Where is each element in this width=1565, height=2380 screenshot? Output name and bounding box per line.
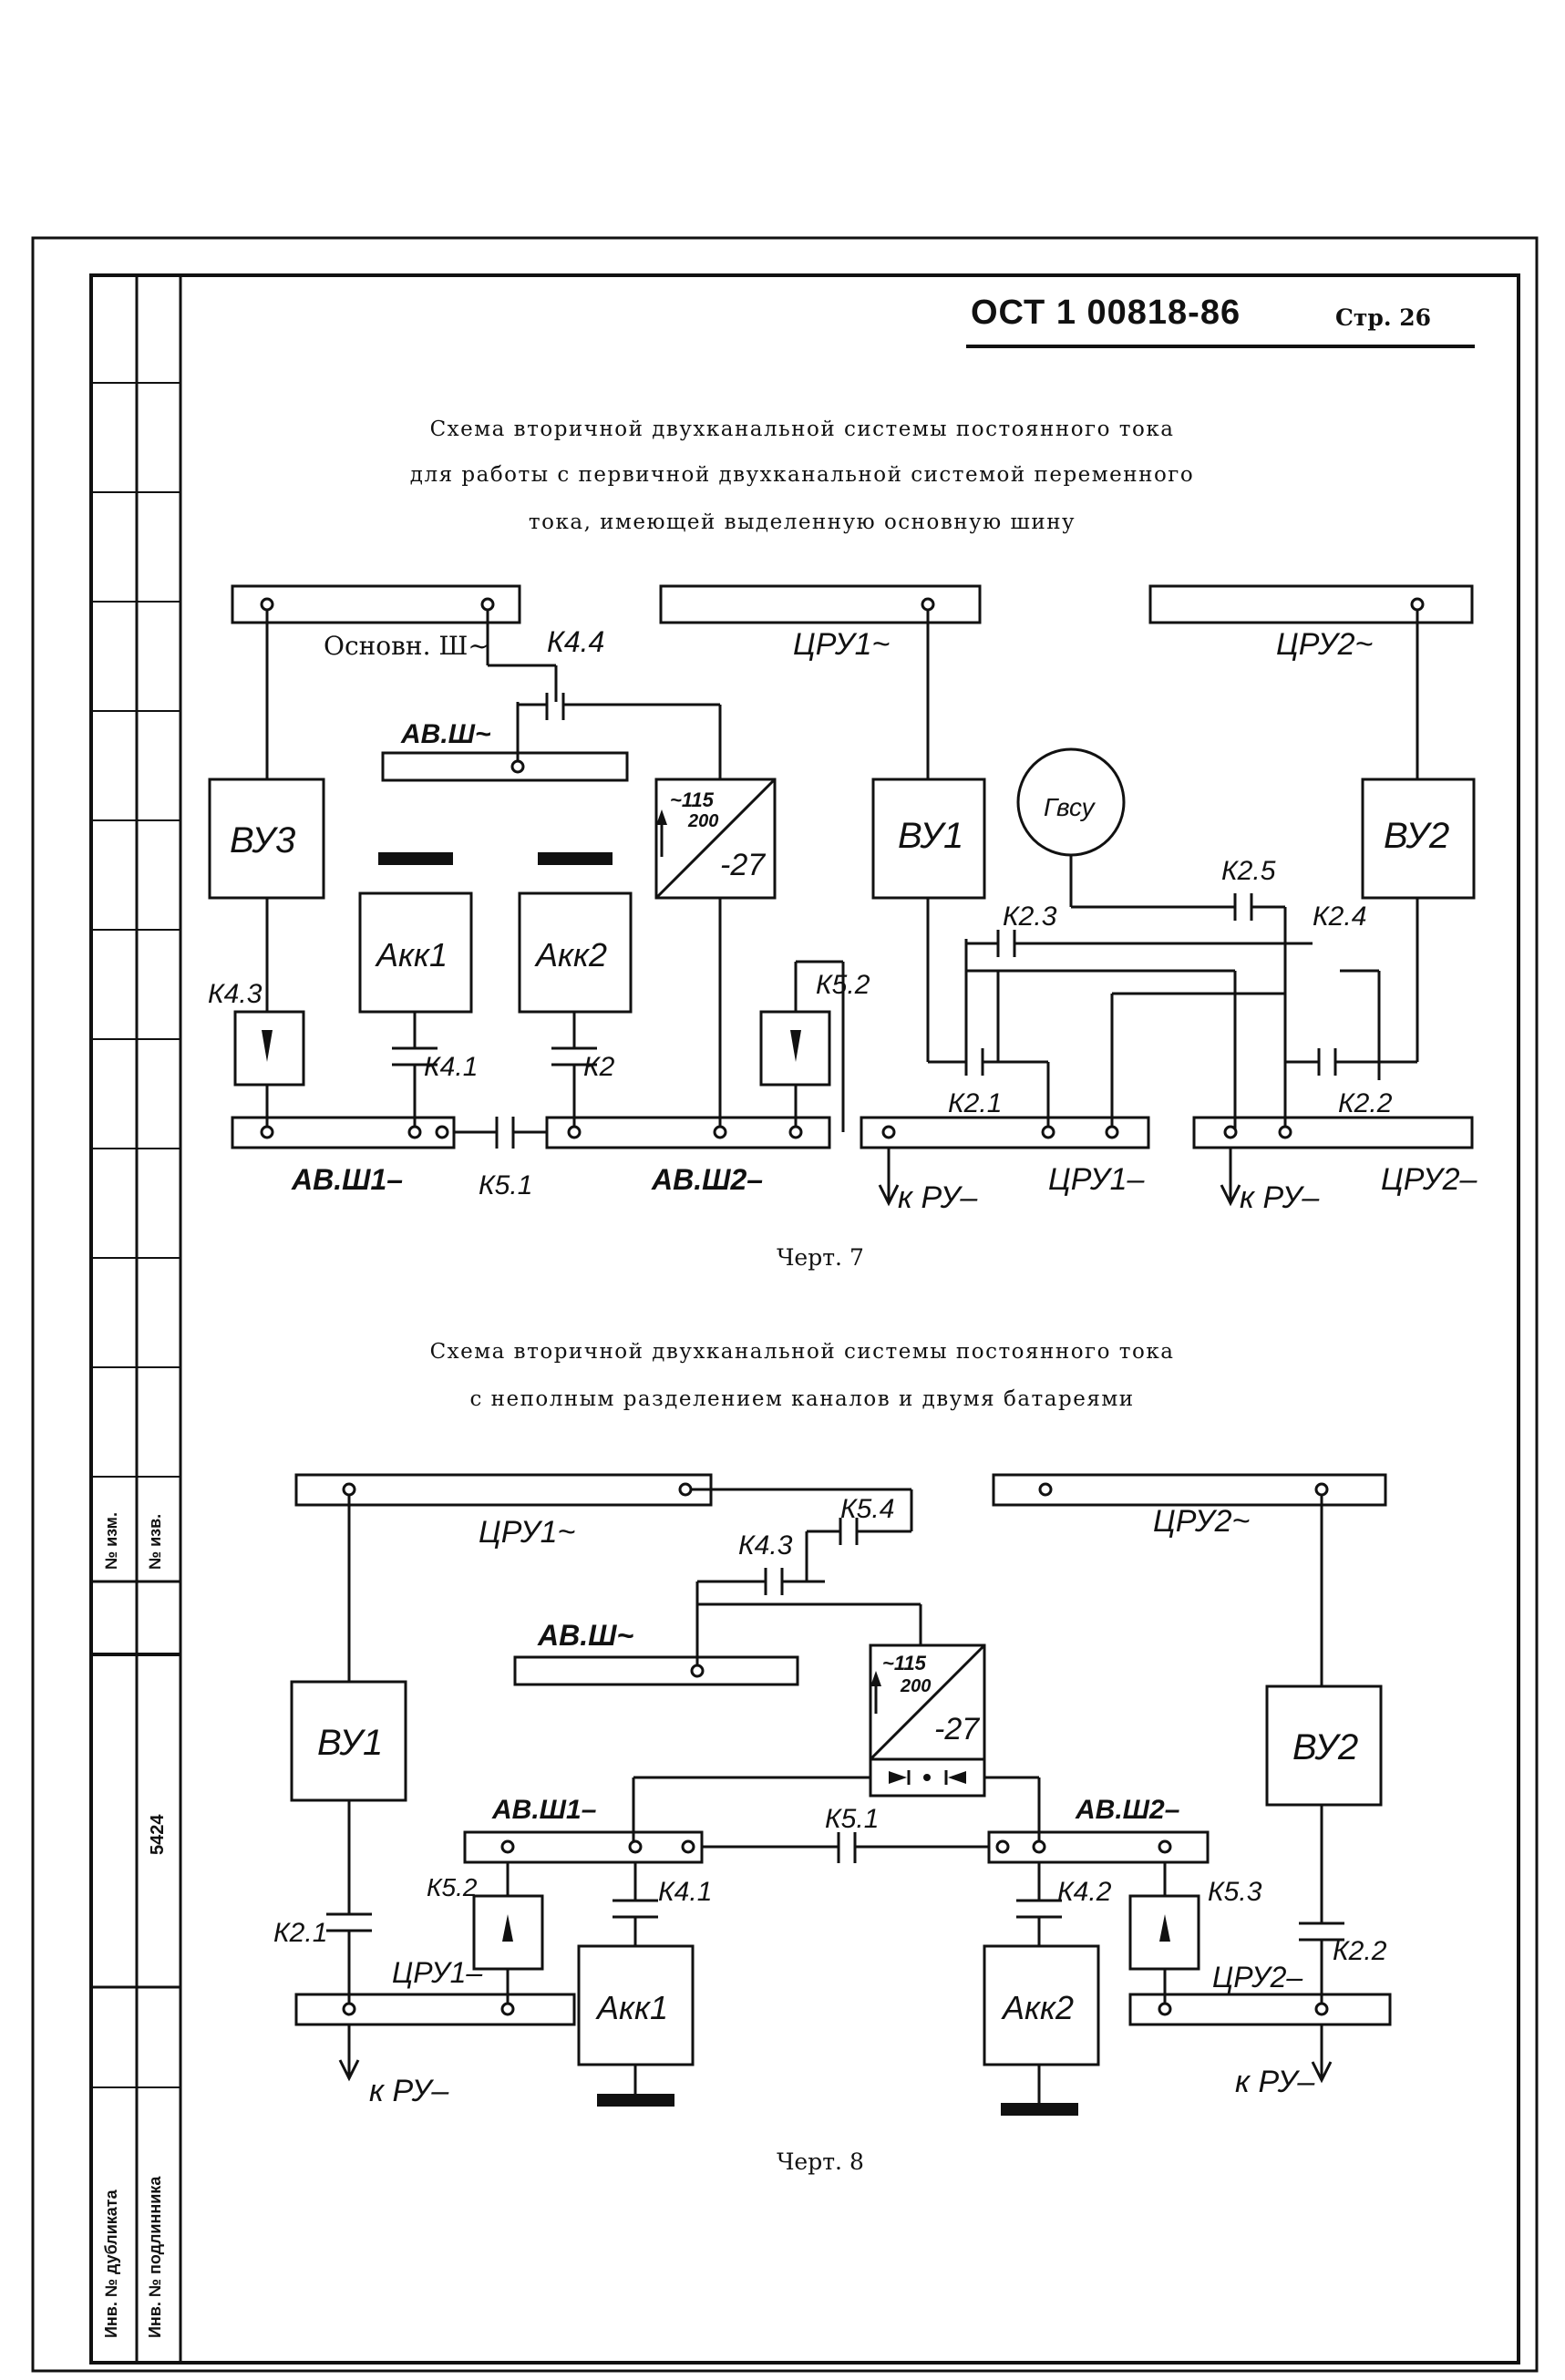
fig7-avsh-ac-bus	[381, 751, 629, 782]
fig8-cru1-dc-bus	[294, 1993, 576, 2026]
fig7-label-vu2: ВУ2	[1384, 816, 1449, 856]
fig7-label-k21: К2.1	[948, 1088, 1002, 1118]
fig8-label-k42: К4.2	[1057, 1877, 1112, 1907]
fig7-label-main-bus: Основн. Ш~	[324, 631, 489, 661]
fig7-label-k44: К4.4	[547, 625, 604, 658]
fig8-label-k52: К5.2	[427, 1873, 478, 1901]
fig8-label-kru-b: к РУ–	[1235, 2065, 1315, 2099]
fig7-label-kru-a: к РУ–	[898, 1180, 978, 1215]
fig7-label-k25: К2.5	[1221, 856, 1276, 886]
fig8-akk2-box	[983, 1944, 1100, 2066]
fig8-label-k43: К4.3	[738, 1530, 793, 1561]
fig7-label-vu1: ВУ1	[898, 816, 963, 856]
fig7-label-k2: К2	[583, 1052, 615, 1082]
fig7-label-cru1-ac: ЦРУ1~	[793, 627, 890, 662]
fig7-label-k24: К2.4	[1313, 902, 1366, 932]
fig7-label-avsh1-dc: АВ.Ш1–	[291, 1163, 403, 1196]
fig8-label-vu1: ВУ1	[317, 1723, 383, 1763]
fig8-label-k41: К4.1	[658, 1877, 712, 1907]
fig8-label-k51: К5.1	[825, 1804, 879, 1834]
fig7-label-conv-27: -27	[720, 848, 766, 882]
page-label: Стр. 26	[1335, 304, 1432, 331]
fig7-label-cru1-dc: ЦРУ1–	[1048, 1162, 1146, 1197]
fig8-akk2-plate	[1001, 2103, 1078, 2116]
fig7-label-akk1: Акк1	[375, 936, 448, 974]
fig7-label-akk2: Акк2	[534, 936, 607, 974]
fig7-label-kru-b: к РУ–	[1240, 1180, 1320, 1215]
fig7-cru1-dc-bus	[860, 1116, 1150, 1149]
fig7-label-conv-115: ~115	[670, 788, 715, 811]
fig8-label-vu2: ВУ2	[1292, 1727, 1358, 1767]
fig7-label-avsh2-dc: АВ.Ш2–	[651, 1163, 763, 1196]
fig7-label-k22: К2.2	[1338, 1088, 1393, 1118]
fig7-caption: Черт. 7	[777, 1244, 864, 1271]
fig8-avsh1-dc-bus	[463, 1830, 704, 1864]
fig8-cru2-dc-bus	[1128, 1993, 1392, 2026]
fig8-label-cru2-ac: ЦРУ2~	[1153, 1504, 1250, 1539]
fig7-diode-box-left	[233, 1010, 305, 1087]
fig7-label-k52: К5.2	[816, 970, 870, 1000]
fig7-akk2-plate	[538, 852, 613, 865]
fig8-label-kru-a: к РУ–	[369, 2074, 449, 2108]
fig7-label-avsh-ac: АВ.Ш~	[400, 719, 491, 749]
fig8-label-cru1-ac: ЦРУ1~	[479, 1515, 575, 1550]
fig7-label-k23: К2.3	[1003, 902, 1057, 932]
fig7-label-conv-200: 200	[687, 811, 718, 831]
fig7-cru1-ac-bus	[659, 584, 982, 624]
doc-number: ОСТ 1 00818-86	[971, 294, 1241, 332]
fig8-label-k54: К5.4	[840, 1494, 894, 1524]
fig8-title-line-2: с неполным разделением каналов и двумя б…	[469, 1387, 1135, 1411]
fig8-label-avsh2-dc: АВ.Ш2–	[1075, 1795, 1179, 1825]
fig8-label-k21: К2.1	[273, 1918, 327, 1948]
fig7-title-line-2: для работы с первичной двухканальной сис…	[409, 463, 1195, 487]
fig8-avsh-ac-bus	[513, 1655, 799, 1686]
fig8-caption: Черт. 8	[777, 2148, 864, 2175]
fig7-cru2-ac-bus	[1148, 584, 1474, 624]
fig7-main-bus	[231, 584, 521, 624]
fig8-label-cru2-dc: ЦРУ2–	[1212, 1961, 1302, 1994]
fig8-label-akk2: Акк2	[1001, 1989, 1074, 2026]
fig7-label-vu3: ВУ3	[230, 820, 295, 860]
fig8-label-cru1-dc: ЦРУ1–	[392, 1956, 482, 1989]
fig8-label-akk1: Акк1	[595, 1989, 668, 2026]
fig8-label-k22: К2.2	[1333, 1936, 1387, 1966]
fig8-label-conv-115: ~115	[882, 1652, 927, 1674]
fig8-title-line-1: Схема вторичной двухканальной системы по…	[429, 1340, 1175, 1364]
fig7-label-gen: Гвсу	[1044, 793, 1097, 821]
fig8-avsh2-dc-bus	[987, 1830, 1210, 1864]
fig8-label-conv-200: 200	[900, 1676, 931, 1696]
fig8-label-avsh1-dc: АВ.Ш1–	[491, 1795, 596, 1825]
fig7-cru2-dc-bus	[1192, 1116, 1474, 1149]
fig8-vu2-box	[1265, 1685, 1383, 1807]
fig8-cru2-ac-bus	[992, 1473, 1387, 1507]
fig7-label-k43: К4.3	[208, 979, 263, 1009]
fig7-converter-box	[654, 778, 777, 900]
fig7-label-k51: К5.1	[479, 1170, 532, 1200]
fig7-title-line-3: тока, имеющей выделенную основную шину	[528, 510, 1076, 534]
fig7-akk1-plate	[378, 852, 453, 865]
fig7-label-cru2-ac: ЦРУ2~	[1276, 627, 1373, 662]
fig8-akk1-plate	[597, 2094, 674, 2107]
fig7-label-cru2-dc: ЦРУ2–	[1381, 1162, 1478, 1197]
fig8-label-conv-27: -27	[934, 1712, 980, 1746]
fig8-label-avsh-ac: АВ.Ш~	[537, 1619, 633, 1652]
fig7-label-k41: К4.1	[424, 1052, 478, 1082]
fig8-label-k53: К5.3	[1208, 1877, 1262, 1907]
fig7-title-line-1: Схема вторичной двухканальной системы по…	[429, 417, 1175, 441]
fig8-cru1-ac-bus	[294, 1473, 713, 1507]
